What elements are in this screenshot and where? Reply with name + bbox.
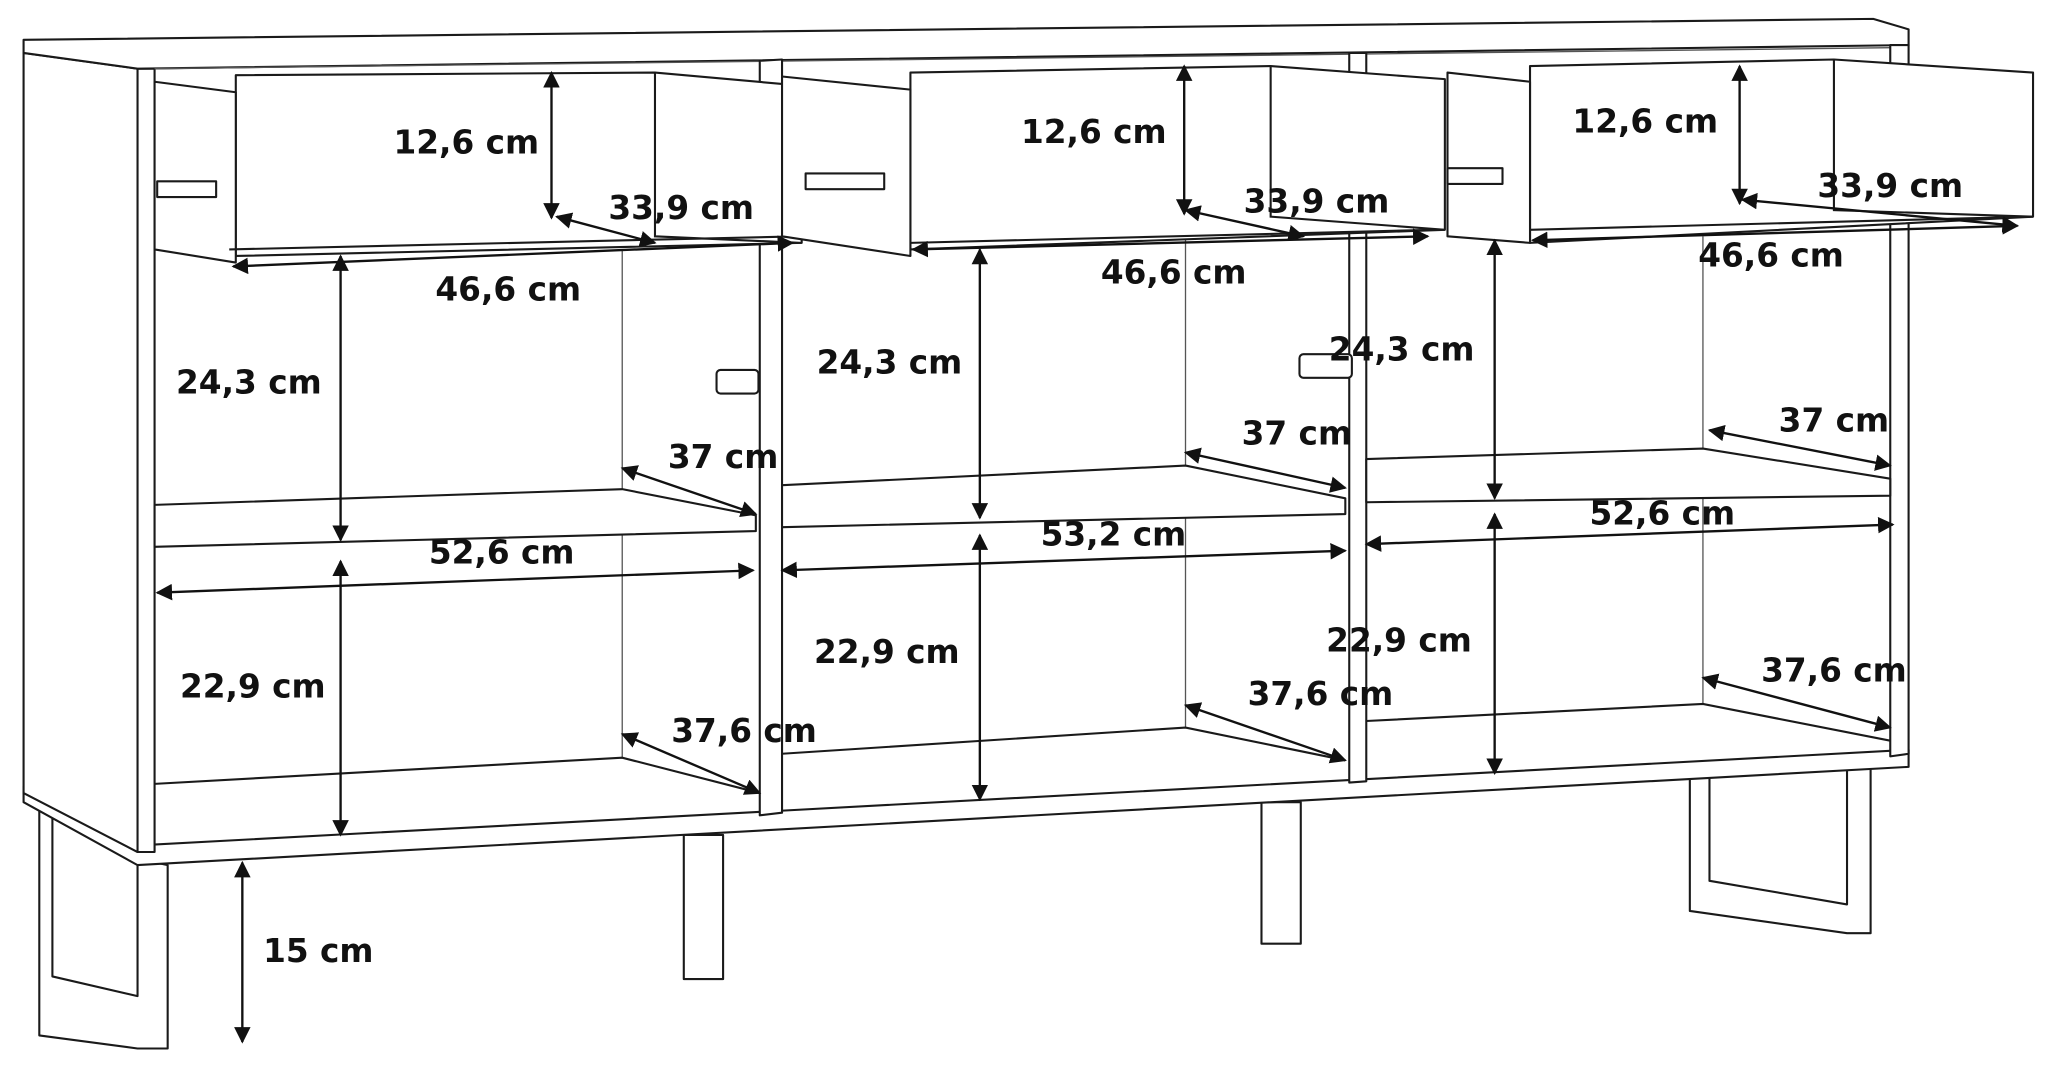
arrow-left-shelf-depth (620, 465, 758, 518)
arrow-right-bottom-depth (1701, 673, 1892, 732)
label-right-drawer-depth: 33,9 cm (1817, 167, 1963, 205)
middle-left-leg (682, 833, 725, 981)
label-left-shelf-depth: 37 cm (668, 438, 778, 476)
arrow-left-drawer-width (231, 235, 795, 275)
arrow-right-shelf-depth (1707, 424, 1892, 471)
top-plate (22, 17, 1910, 70)
label-left-shelf-width: 52,6 cm (429, 534, 575, 572)
label-left-drawer-width: 46,6 cm (435, 270, 581, 308)
arrow-left-bottom-depth (620, 732, 762, 795)
label-middle-shelf-width: 53,2 cm (1041, 515, 1187, 553)
label-right-shelf-depth: 37 cm (1779, 401, 1889, 439)
drawer-right-back (1528, 58, 2035, 244)
label-middle-drawer-width: 46,6 cm (1101, 253, 1247, 291)
drawer-left-back (234, 71, 803, 258)
bottom-plinth (22, 748, 1910, 867)
label-left-drawer-height: 12,6 cm (393, 124, 539, 162)
drawer-right-front (1446, 71, 1532, 244)
label-right-upper-height: 24,3 cm (1329, 331, 1475, 369)
arrow-left-shelf-width (155, 562, 755, 601)
drawer-left-front (153, 80, 237, 264)
back-edge (154, 47, 1891, 70)
left-side-front (136, 67, 156, 854)
label-right-drawer-width: 46,6 cm (1698, 236, 1844, 274)
arrow-right-shelf-width (1364, 516, 1895, 552)
arrow-right-drawer-width (1530, 218, 2019, 249)
label-middle-bottom-depth: 37,6 cm (1248, 675, 1394, 713)
hinge-left (715, 368, 760, 395)
drawer-right-runner (1446, 167, 1504, 185)
arrow-middle-bottom-depth (1183, 702, 1347, 764)
drawer-left-runner (156, 180, 218, 199)
middle-right-leg (1260, 801, 1302, 945)
label-right-lower-height: 22,9 cm (1326, 621, 1472, 659)
drawer-middle-runner (804, 172, 886, 191)
hinge-right (1298, 353, 1353, 379)
arrow-middle-shelf-depth (1183, 447, 1347, 493)
left-side-panel (22, 51, 139, 854)
label-left-lower-height: 22,9 cm (180, 667, 326, 705)
dimension-arrows (155, 64, 2019, 1044)
label-middle-shelf-depth: 37 cm (1242, 414, 1352, 452)
label-left-upper-height: 24,3 cm (176, 363, 322, 401)
dimension-labels: 12,6 cm 33,9 cm 46,6 cm 24,3 cm 37 cm 52… (176, 103, 1963, 970)
label-middle-drawer-height: 12,6 cm (1021, 113, 1167, 151)
label-left-drawer-depth: 33,9 cm (608, 189, 754, 227)
label-right-bottom-depth: 37,6 cm (1761, 652, 1907, 690)
label-middle-lower-height: 22,9 cm (814, 633, 960, 671)
label-left-bottom-depth: 37,6 cm (671, 712, 817, 750)
arrow-middle-shelf-width (780, 542, 1347, 579)
shelf-left (153, 488, 757, 548)
left-leg-frame (22, 792, 169, 1050)
arrow-middle-drawer-width (911, 228, 1430, 258)
right-leg-frame (1688, 765, 1872, 935)
label-right-drawer-height: 12,6 cm (1572, 103, 1718, 141)
label-middle-upper-height: 24,3 cm (817, 344, 963, 382)
label-middle-drawer-depth: 33,9 cm (1244, 183, 1390, 221)
legs (22, 765, 1872, 1050)
label-leg-height: 15 cm (263, 932, 373, 970)
drawer-middle-front (780, 75, 912, 258)
drawer-middle-back (909, 64, 1446, 251)
label-right-shelf-width: 52,6 cm (1589, 494, 1735, 532)
